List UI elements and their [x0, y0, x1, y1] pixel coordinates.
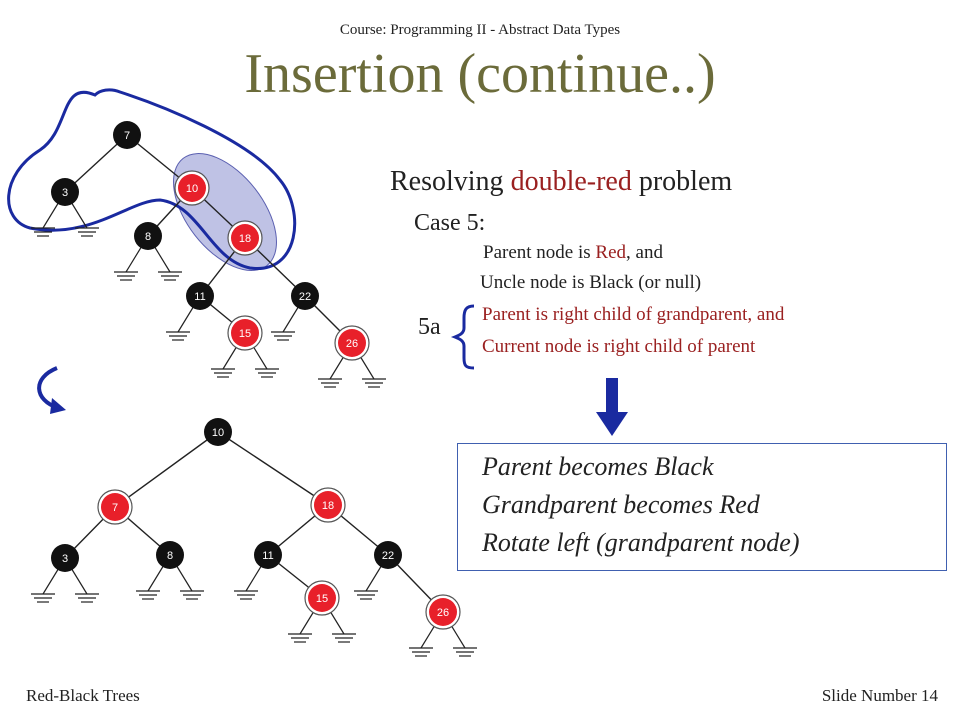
subcase-line-1: Parent is right child of grandparent, an…: [482, 304, 785, 325]
after-node-label-22: 22: [382, 550, 394, 562]
before-node-11: 11: [186, 282, 214, 310]
before-null-leaf-1: [75, 227, 99, 237]
rotation-arrowhead: [50, 398, 66, 414]
condition-uncle: Uncle node is Black (or null): [480, 272, 702, 293]
before-node-label-22: 22: [299, 291, 311, 303]
after-null-leaf-0: [31, 593, 55, 603]
after-node-26: 26: [425, 594, 461, 630]
after-edge-0: [114, 431, 219, 508]
after-null-leaf-2: [136, 590, 160, 600]
before-null-leaf-7: [271, 331, 295, 341]
before-null-leaf-6: [255, 368, 279, 378]
before-node-label-26: 26: [346, 338, 358, 350]
after-null-leaf-3: [180, 590, 204, 600]
after-null-leaf-5: [288, 633, 312, 643]
after-node-8: 8: [156, 541, 184, 569]
cond1-prefix: Parent node is: [483, 242, 596, 263]
before-null-leaf-2: [114, 271, 138, 281]
before-node-10: 10: [174, 170, 210, 206]
after-null-leaf-1: [75, 593, 99, 603]
before-node-label-10: 10: [186, 183, 198, 195]
after-node-11: 11: [254, 541, 282, 569]
before-edge-0: [64, 134, 128, 193]
before-node-15: 15: [227, 315, 263, 351]
after-edge-1: [217, 431, 329, 506]
result-line-1: Parent becomes Black: [482, 452, 714, 481]
result-box: Parent becomes Black Grandparent becomes…: [457, 443, 947, 571]
after-null-leaf-4: [234, 590, 258, 600]
after-node-label-18: 18: [322, 500, 334, 512]
before-node-8: 8: [134, 222, 162, 250]
result-line-2: Grandparent becomes Red: [482, 490, 760, 519]
after-node-7: 7: [97, 489, 133, 525]
cond1-suffix: , and: [626, 242, 663, 263]
subcase-bracket: [450, 304, 475, 370]
slide-title: Insertion (continue..): [244, 43, 716, 105]
before-null-leaf-3: [158, 271, 182, 281]
down-arrow-head: [596, 412, 628, 436]
heading-red: double-red: [510, 166, 632, 197]
subcase-label: 5a: [418, 314, 441, 340]
after-node-label-11: 11: [262, 550, 273, 562]
before-null-leaf-8: [318, 378, 342, 388]
before-node-label-7: 7: [124, 130, 130, 142]
before-node-label-8: 8: [145, 231, 151, 243]
after-node-label-8: 8: [167, 550, 173, 562]
after-null-leaf-7: [354, 590, 378, 600]
before-node-label-15: 15: [239, 328, 251, 340]
before-node-7: 7: [113, 121, 141, 149]
course-title: Course: Programming II - Abstract Data T…: [339, 22, 621, 38]
after-null-leaf-9: [453, 647, 477, 657]
after-node-label-15: 15: [316, 593, 328, 605]
before-node-18: 18: [227, 220, 263, 256]
after-node-18: 18: [310, 487, 346, 523]
after-null-leaf-8: [409, 647, 433, 657]
before-null-leaf-4: [166, 331, 190, 341]
problem-heading: Resolving double-red problem: [390, 166, 732, 198]
after-node-22: 22: [374, 541, 402, 569]
before-null-leaf-9: [362, 378, 386, 388]
after-node-label-26: 26: [437, 607, 449, 619]
before-node-label-18: 18: [239, 233, 251, 245]
heading-suffix: problem: [631, 166, 733, 197]
after-node-label-10: 10: [212, 427, 224, 439]
cond1-red: Red: [595, 242, 627, 263]
slide-number: Slide Number 14: [821, 686, 938, 705]
heading-prefix: Resolving: [390, 166, 511, 197]
after-node-label-7: 7: [112, 502, 118, 514]
after-node-15: 15: [304, 580, 340, 616]
before-node-26: 26: [334, 325, 370, 361]
before-node-label-3: 3: [62, 187, 68, 199]
before-node-label-11: 11: [194, 291, 205, 303]
case-label: Case 5:: [414, 210, 486, 236]
result-line-3: Rotate left (grandparent node): [482, 528, 800, 557]
condition-parent: Parent node is Red, and: [483, 242, 663, 264]
footer-topic: Red-Black Trees: [26, 686, 140, 705]
after-node-label-3: 3: [62, 553, 68, 565]
down-arrow-shaft: [606, 378, 618, 416]
parent-grandchild-highlight: [173, 153, 277, 271]
rotation-group-outline: [7, 88, 297, 270]
before-null-leaf-0: [31, 227, 55, 237]
subcase-line-2: Current node is right child of parent: [482, 336, 756, 357]
after-node-3: 3: [51, 544, 79, 572]
before-node-3: 3: [51, 178, 79, 206]
after-null-leaf-6: [332, 633, 356, 643]
before-node-22: 22: [291, 282, 319, 310]
after-node-10: 10: [204, 418, 232, 446]
before-null-leaf-5: [211, 368, 235, 378]
